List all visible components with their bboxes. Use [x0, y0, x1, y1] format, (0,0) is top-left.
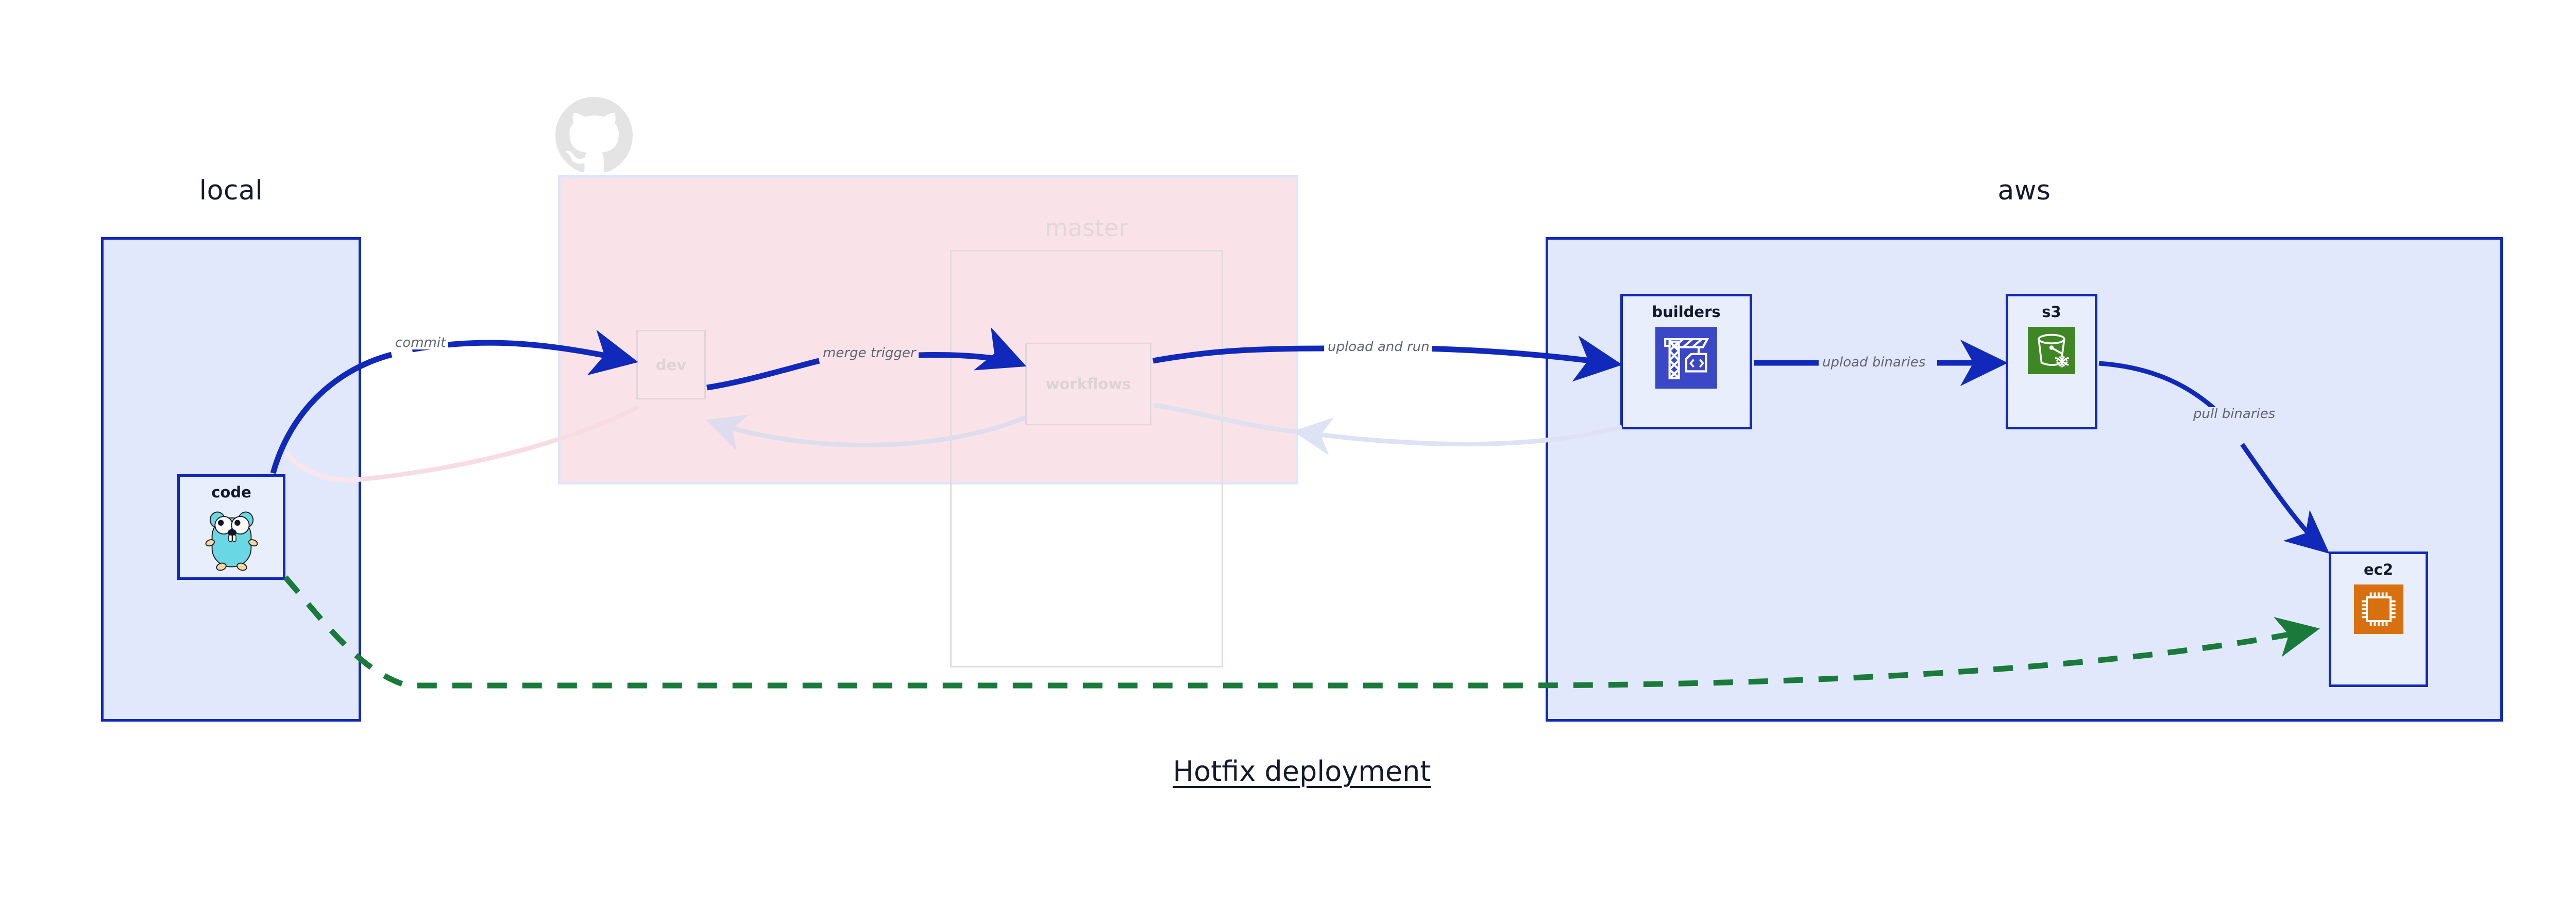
edge-label-upload-and-run: upload and run	[1325, 340, 1432, 354]
ghost-container-master-title: master	[1044, 214, 1129, 242]
diagram-caption: Hotfix deployment	[1173, 755, 1431, 788]
node-builders-label: builders	[1652, 303, 1721, 321]
node-code[interactable]: code	[177, 474, 285, 580]
aws-s3-glacier-bucket-icon	[2028, 327, 2075, 374]
github-octocat-icon	[555, 97, 633, 174]
node-ec2[interactable]: ec2	[2329, 552, 2428, 687]
aws-codebuild-crane-icon	[1655, 327, 1717, 389]
ghost-container-master	[950, 250, 1223, 667]
node-s3[interactable]: s3	[2006, 294, 2097, 429]
ghost-node-workflows-label: workflows	[1045, 375, 1131, 393]
ghost-node-dev-label: dev	[655, 356, 687, 374]
group-local-title: local	[199, 175, 263, 206]
node-builders[interactable]: builders	[1620, 294, 1752, 429]
ghost-node-workflows: workflows	[1025, 343, 1151, 425]
aws-ec2-chip-icon	[2353, 584, 2403, 634]
ghost-node-dev: dev	[636, 330, 706, 399]
edge-label-upload-binaries: upload binaries	[1820, 356, 1928, 369]
node-s3-label: s3	[2042, 303, 2061, 321]
group-aws-title: aws	[1997, 175, 2051, 206]
edge-label-pull-binaries: pull binaries	[2191, 407, 2278, 421]
edge-label-commit: commit	[393, 336, 449, 349]
edge-label-merge-trigger: merge trigger	[820, 346, 919, 360]
group-local: local	[101, 175, 361, 727]
go-gopher-icon	[202, 507, 261, 572]
node-ec2-label: ec2	[2363, 561, 2394, 578]
node-code-label: code	[211, 483, 251, 501]
